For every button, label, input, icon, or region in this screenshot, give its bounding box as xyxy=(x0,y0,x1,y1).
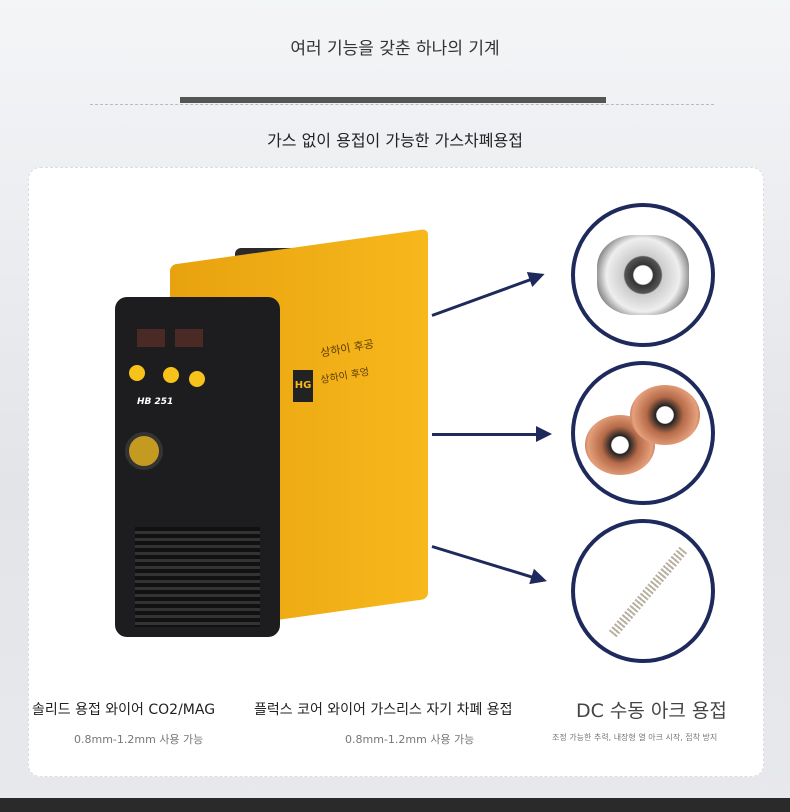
front-panel: HB 251 xyxy=(115,297,280,637)
page-title: 여러 기능을 갖춘 하나의 기계 xyxy=(290,39,500,59)
feature-detail: 0.8mm-1.2mm 사용 가능 xyxy=(345,733,475,746)
divider-bar xyxy=(180,97,606,103)
solid-wire-spool-icon xyxy=(571,203,715,347)
feature-label: 솔리드 용접 와이어 CO2/MAG xyxy=(32,702,216,718)
welder-image: HB 251 HG 상하이 후공 상하이 후엉 xyxy=(100,228,440,665)
bottom-bar xyxy=(0,798,790,812)
feature-detail: 0.8mm-1.2mm 사용 가능 xyxy=(74,733,204,746)
feature-label: 플럭스 코어 와이어 가스리스 자기 차폐 용접 xyxy=(254,702,513,718)
model-label: HB 251 xyxy=(137,397,174,407)
welding-rods-icon xyxy=(571,519,715,663)
divider xyxy=(90,104,714,105)
brand-logo: HG xyxy=(293,370,313,402)
feature-label: DC 수동 아크 용접 xyxy=(576,700,727,722)
copper-wire-spool-icon xyxy=(571,361,715,505)
feature-detail: 조정 가능한 추력, 내장형 열 아크 시작, 접착 방지 xyxy=(552,733,718,742)
section-subtitle: 가스 없이 용접이 가능한 가스차폐용접 xyxy=(267,131,523,150)
arrow-2 xyxy=(432,426,552,442)
